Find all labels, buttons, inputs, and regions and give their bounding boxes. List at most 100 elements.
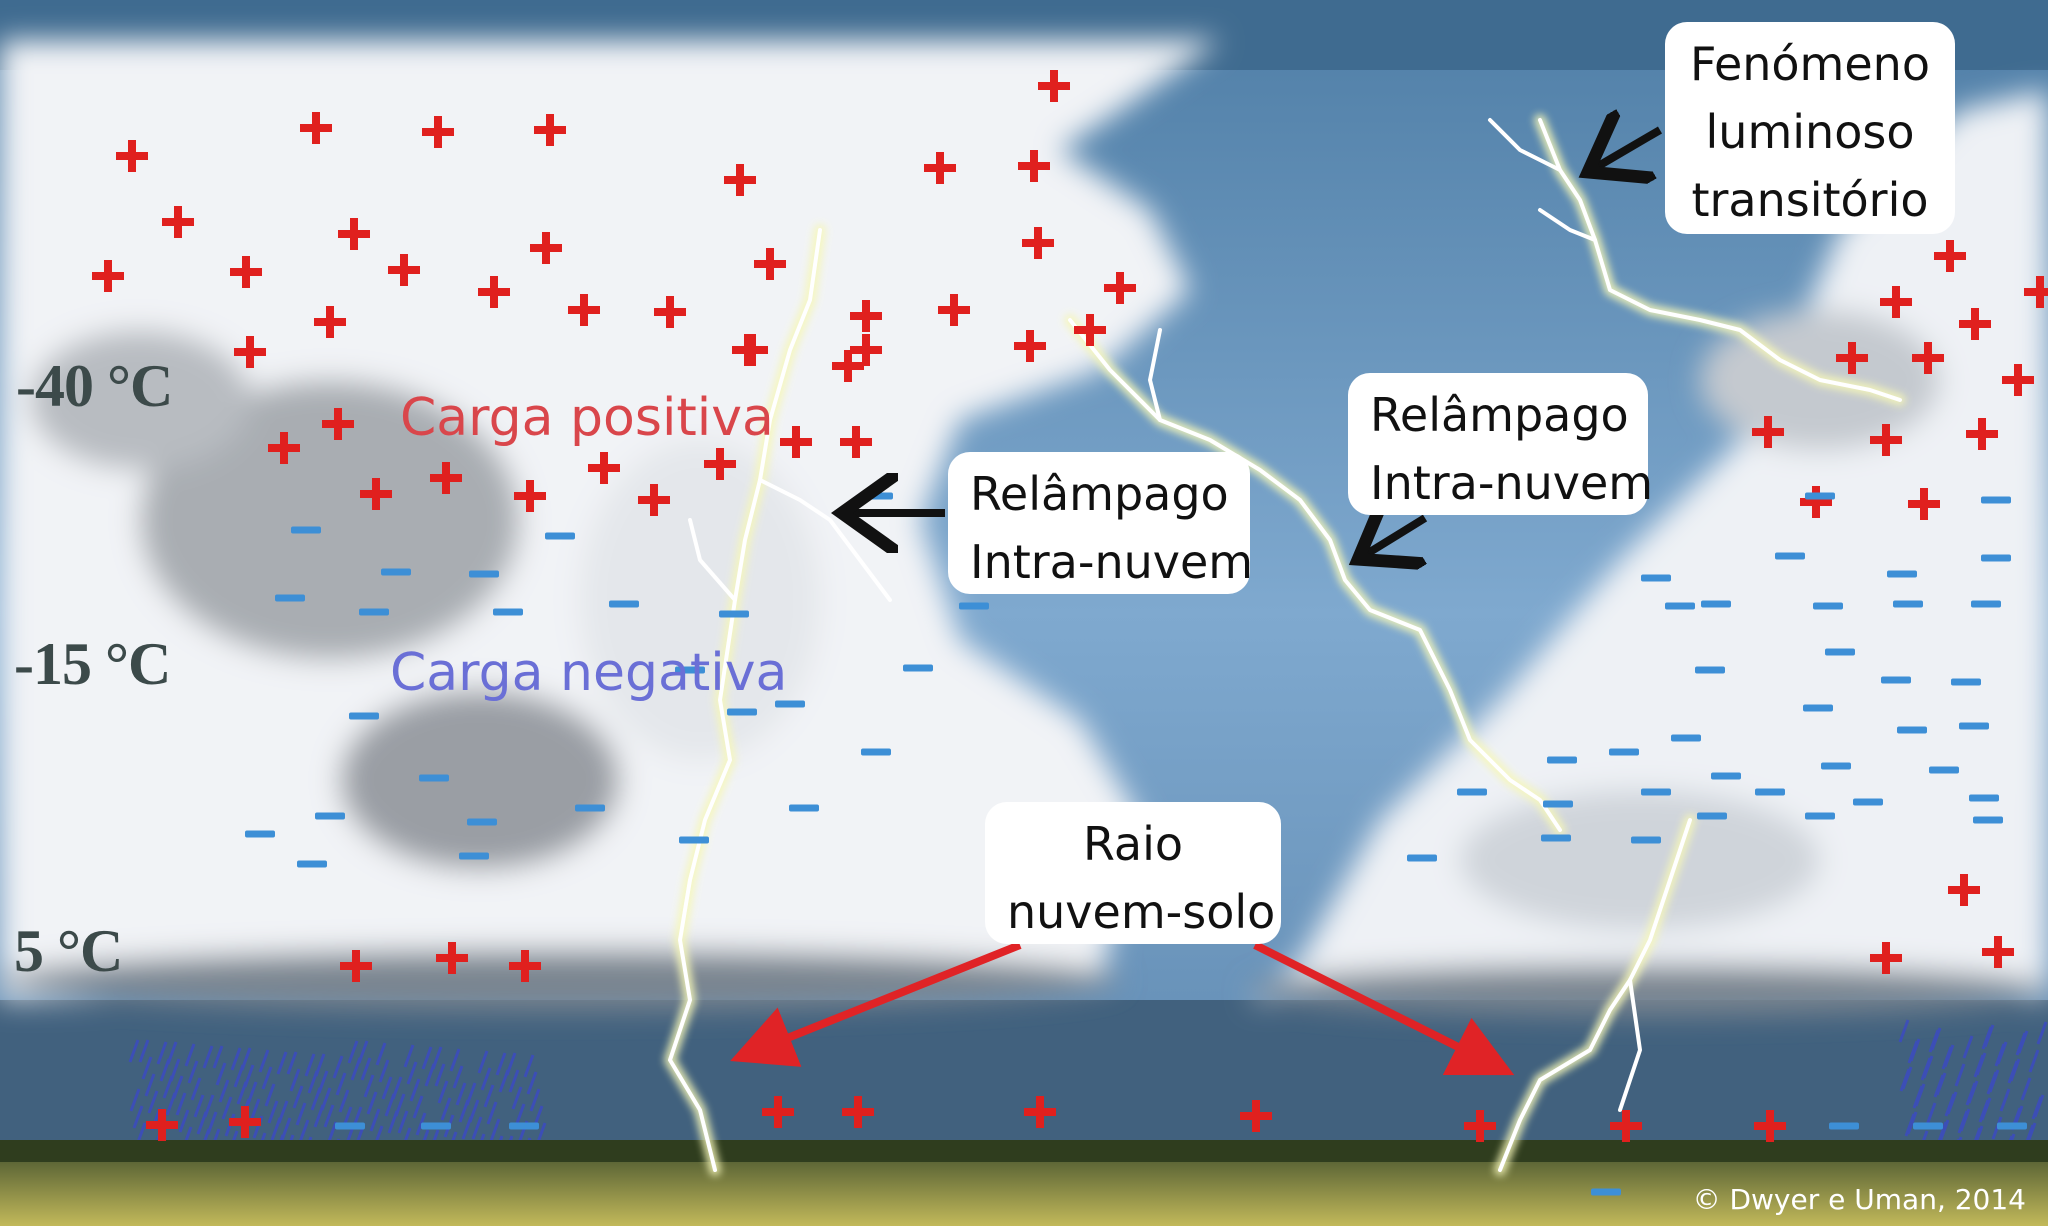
plus-charge-icon	[530, 232, 562, 264]
minus-charge-icon	[1631, 836, 1661, 844]
minus-charge-icon	[1457, 788, 1487, 796]
arrow-intracloud-right	[1365, 518, 1428, 555]
intracloud-right-line-1: Relâmpago	[1370, 388, 1629, 442]
minus-charge-icon	[1695, 666, 1725, 674]
plus-charge-icon	[1754, 1110, 1786, 1142]
cloud-ground-line-2: nuvem-solo	[1007, 885, 1276, 939]
right-storm-cloud	[1250, 90, 2048, 1015]
plus-charge-icon	[568, 294, 600, 326]
minus-charge-icon	[1805, 492, 1835, 500]
temperature-label-high: -40 °C	[16, 353, 173, 419]
minus-charge-icon	[335, 1122, 365, 1130]
plus-charge-icon	[314, 306, 346, 338]
plus-charge-icon	[842, 1096, 874, 1128]
plus-charge-icon	[116, 140, 148, 172]
minus-charge-icon	[275, 594, 305, 602]
plus-charge-icon	[1024, 1096, 1056, 1128]
plus-charge-icon	[736, 334, 768, 366]
minus-charge-icon	[421, 1122, 451, 1130]
plus-charge-icon	[268, 432, 300, 464]
lightning-bolts	[664, 114, 1906, 1176]
minus-charge-icon	[1951, 678, 1981, 686]
minus-charge-icon	[1591, 1188, 1621, 1196]
plus-charge-icon	[938, 294, 970, 326]
plus-charge-icon	[300, 112, 332, 144]
plus-charge-icon	[654, 296, 686, 328]
minus-charge-icon	[675, 666, 705, 674]
plus-charge-icon	[1959, 308, 1991, 340]
minus-charge-icon	[1981, 554, 2011, 562]
minus-charge-icon	[1755, 788, 1785, 796]
plus-charge-icon	[1610, 1110, 1642, 1142]
minus-charge-icon	[1665, 602, 1695, 610]
temperature-label-mid: -15 °C	[14, 631, 171, 697]
plus-charge-icon	[924, 152, 956, 184]
minus-charge-icon	[1711, 772, 1741, 780]
arrow-cloud-ground-right	[1253, 941, 1515, 1076]
plus-charge-icon	[436, 942, 468, 974]
tle-line-3: transitório	[1691, 173, 1929, 227]
minus-charge-icon	[861, 748, 891, 756]
tle-line-1: Fenómeno	[1690, 37, 1930, 91]
plus-charge-icon	[478, 276, 510, 308]
plus-charge-icon	[146, 1109, 178, 1141]
minus-charge-icon	[609, 600, 639, 608]
tle-callout: Fenómeno luminoso transitório	[1665, 22, 1955, 234]
plus-charge-icon	[704, 448, 736, 480]
minus-charge-icon	[359, 608, 389, 616]
plus-charge-icon	[1908, 488, 1940, 520]
plus-charge-icon	[360, 478, 392, 510]
plus-charge-icon	[1934, 240, 1966, 272]
minus-charge-icon	[1929, 766, 1959, 774]
minus-charge-icon	[1971, 600, 2001, 608]
plus-charge-icon	[1104, 272, 1136, 304]
minus-charge-icon	[1641, 788, 1671, 796]
plus-charge-icon	[1912, 342, 1944, 374]
minus-charge-icon	[419, 774, 449, 782]
plus-charge-icon	[832, 350, 864, 382]
plus-charge-icon	[1948, 874, 1980, 906]
minus-charge-icon	[1893, 600, 1923, 608]
minus-charge-icon	[1697, 812, 1727, 820]
minus-charge-icon	[903, 664, 933, 672]
minus-charge-icon	[1913, 1122, 1943, 1130]
minus-charge-icon	[1541, 834, 1571, 842]
plus-charge-icon	[1982, 936, 2014, 968]
cloud-ground-line-1: Raio	[1082, 817, 1184, 871]
plus-charge-icon	[338, 218, 370, 250]
plus-charge-icon	[430, 462, 462, 494]
rain-right	[1898, 1019, 2048, 1162]
plus-charge-icon	[2024, 276, 2048, 308]
plus-charge-icon	[92, 260, 124, 292]
plus-charge-icon	[340, 950, 372, 982]
minus-charge-icon	[1701, 600, 1731, 608]
cloud-ground-callout: Raio nuvem-solo	[985, 802, 1281, 944]
credit-text: Dwyer e Uman, 2014	[1729, 1183, 2026, 1216]
minus-charge-icon	[381, 568, 411, 576]
plus-charge-icon	[229, 1106, 261, 1138]
minus-charge-icon	[719, 610, 749, 618]
plus-charge-icon	[1870, 942, 1902, 974]
plus-charge-icon	[1752, 416, 1784, 448]
plus-charge-icon	[1836, 342, 1868, 374]
plus-charge-icon	[1074, 314, 1106, 346]
plus-charge-icon	[509, 950, 541, 982]
minus-charge-icon	[467, 818, 497, 826]
minus-charge-icon	[1821, 762, 1851, 770]
intracloud-left-line-1: Relâmpago	[970, 467, 1229, 521]
plus-charge-icon	[1022, 227, 1054, 259]
temperature-label-low: 5 °C	[14, 918, 123, 984]
intracloud-left-line-2: Intra-nuvem	[970, 535, 1254, 589]
plus-charge-icon	[1870, 424, 1902, 456]
horizon-band	[0, 1000, 2048, 1140]
plus-charge-icon	[534, 114, 566, 146]
minus-charge-icon	[1881, 676, 1911, 684]
intracloud-callout-left: Relâmpago Intra-nuvem	[948, 452, 1254, 594]
minus-charge-icon	[1997, 1122, 2027, 1130]
minus-charge-icon	[469, 570, 499, 578]
minus-charge-icon	[1969, 794, 1999, 802]
minus-charge-icon	[1609, 748, 1639, 756]
minus-charge-icon	[1887, 570, 1917, 578]
minus-charge-icon	[959, 602, 989, 610]
plus-charge-icon	[1880, 286, 1912, 318]
